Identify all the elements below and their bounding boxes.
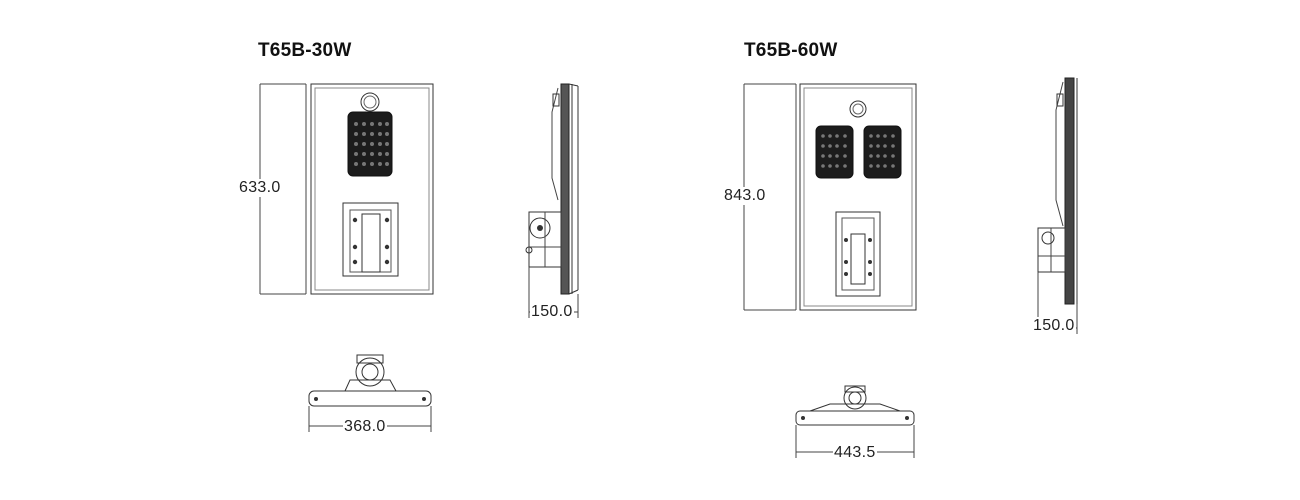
model-60w-side-view	[1037, 77, 1078, 334]
model-title-30w: T65B-30W	[258, 40, 352, 61]
model-title-60w: T65B-60W	[744, 40, 838, 61]
dimension-width-60w: 443.5	[833, 444, 877, 462]
model-60w-front-view	[737, 83, 917, 311]
model-30w-side-view	[525, 83, 579, 318]
dimension-depth-60w: 150.0	[1032, 317, 1076, 335]
dimension-height-60w: 843.0	[723, 187, 767, 205]
model-30w-front-view	[252, 83, 434, 295]
dimension-width-30w: 368.0	[343, 418, 387, 436]
dimension-depth-30w: 150.0	[530, 303, 574, 321]
dimension-height-30w: 633.0	[238, 179, 282, 197]
